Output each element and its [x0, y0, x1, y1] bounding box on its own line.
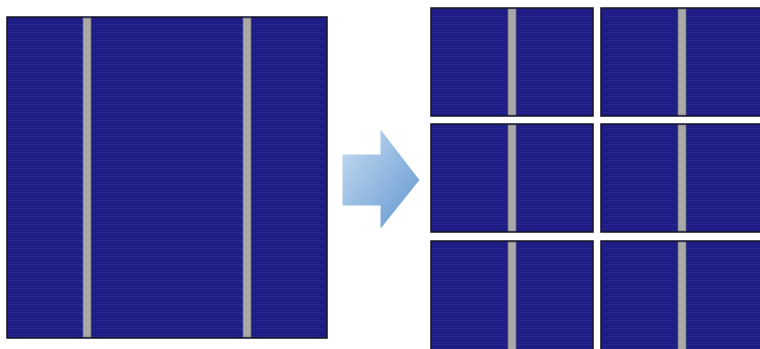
cut-cell-piece	[601, 8, 760, 116]
busbar	[678, 125, 686, 231]
busbar	[243, 18, 251, 337]
full-cell-body	[7, 17, 327, 338]
cut-cell-piece	[431, 124, 593, 232]
busbar	[678, 9, 686, 115]
busbar	[508, 242, 516, 349]
cell-surface	[7, 17, 327, 338]
busbar	[508, 9, 516, 115]
busbar	[678, 242, 686, 349]
right-arrow-icon	[342, 128, 420, 230]
arrow-shape	[342, 128, 420, 230]
busbar	[83, 18, 91, 337]
cut-cell-piece	[601, 241, 760, 349]
cut-cell-piece	[601, 124, 760, 232]
cut-cell-piece	[431, 8, 593, 116]
full-solar-cell	[7, 17, 327, 338]
cut-cell-grid	[431, 8, 760, 349]
busbar	[508, 125, 516, 231]
cut-cell-piece	[431, 241, 593, 349]
